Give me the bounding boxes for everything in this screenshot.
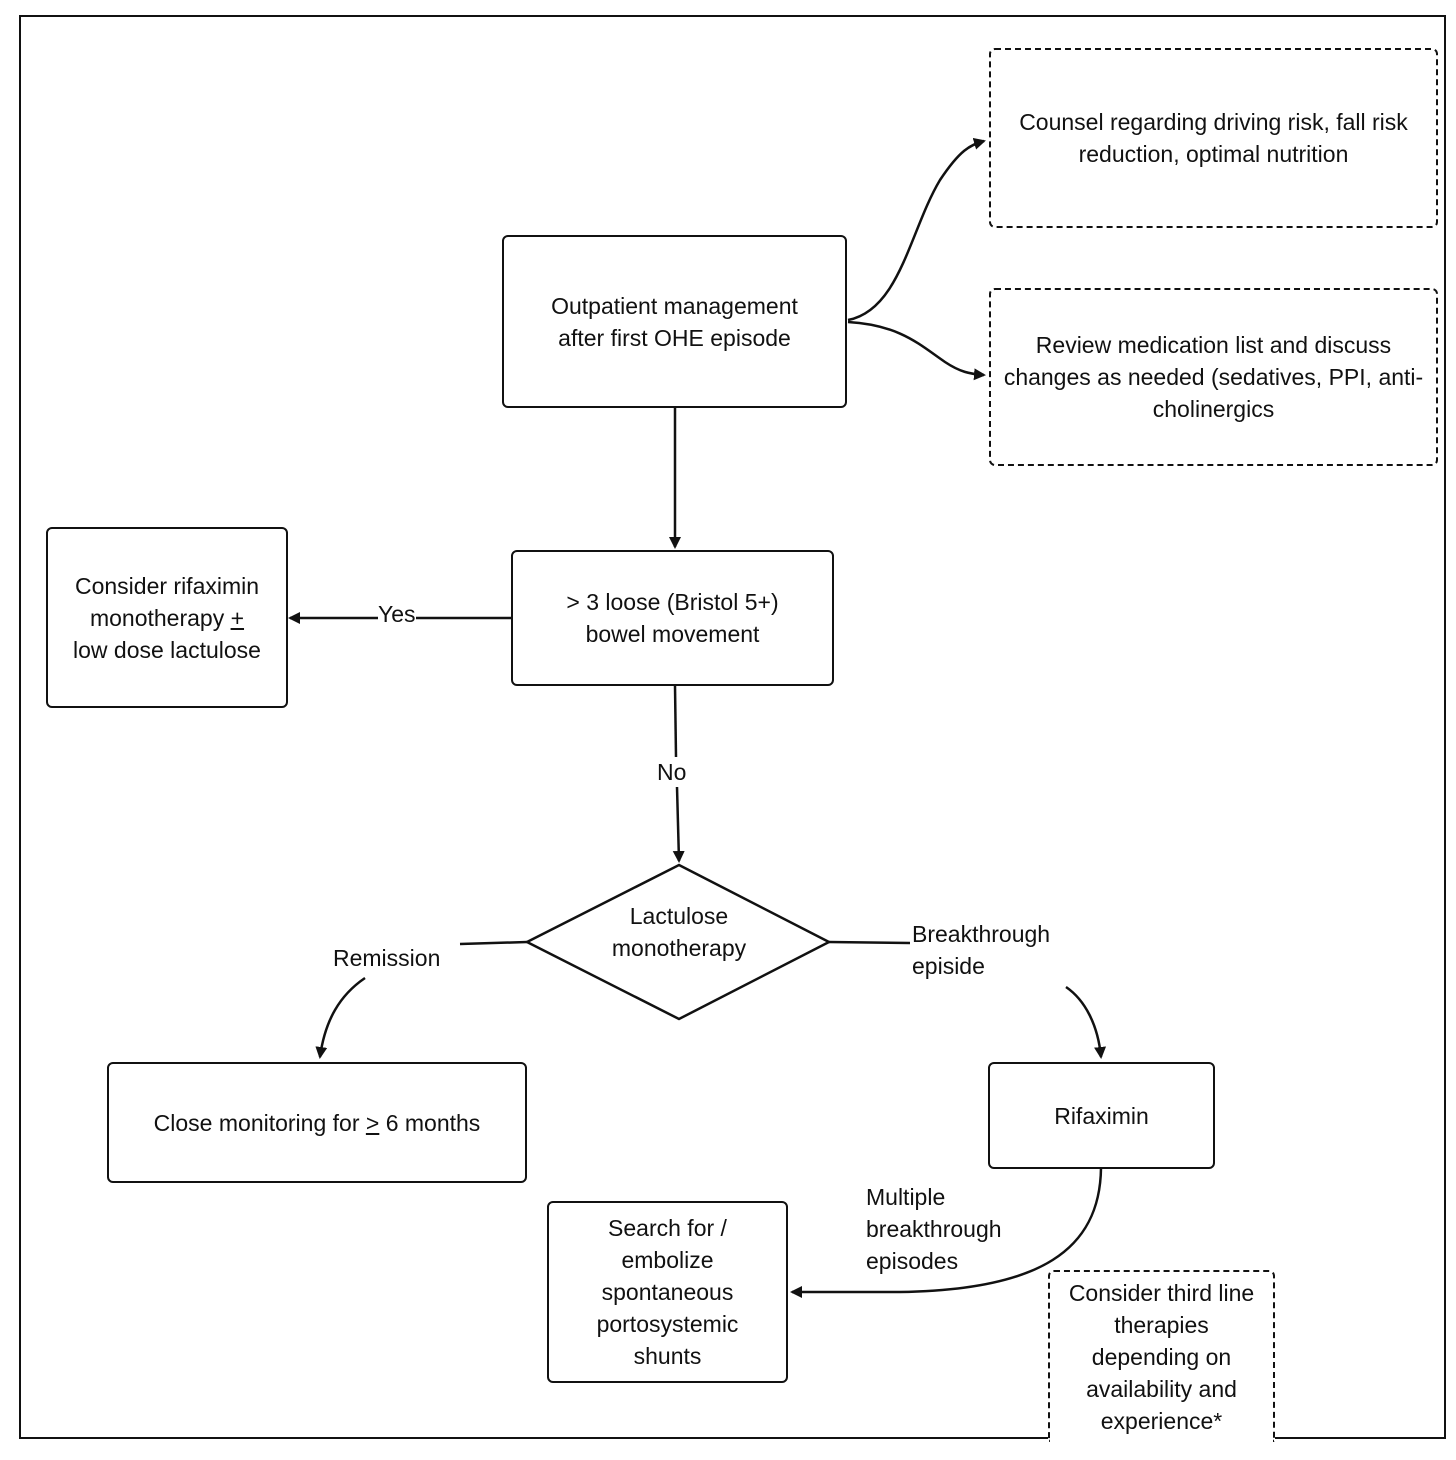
third-line-therapies-box: Consider third line therapies depending … <box>1048 1270 1275 1442</box>
rifaximin-text: Rifaximin <box>1054 1102 1149 1129</box>
greater-equal-symbol: > <box>365 1109 380 1136</box>
rifaximin-monotherapy-line1: Consider rifaximin <box>74 572 260 599</box>
edge-outpatient-counsel <box>847 137 986 322</box>
edge-outpatient-review <box>847 320 986 381</box>
loose-bowel-movement-text: > 3 loose (Bristol 5+) bowel movement <box>566 589 779 647</box>
review-medications-box: Review medication list and discuss chang… <box>989 288 1438 466</box>
edge-label-yes: Yes <box>378 598 416 630</box>
rifaximin-monotherapy-line3: low dose lactulose <box>73 636 261 663</box>
edge-label-remission: Remission <box>333 945 441 971</box>
embolize-shunts-text: Search for / embolize spontaneous portos… <box>596 1215 739 1369</box>
edge-no-bottom <box>672 786 685 863</box>
edge-remission-line <box>459 940 528 946</box>
edge-multiple <box>790 1167 1103 1298</box>
third-line-therapies-text: Consider third line therapies depending … <box>1068 1280 1255 1434</box>
edge-label-no: No <box>657 759 687 785</box>
rifaximin-box: Rifaximin <box>988 1062 1215 1169</box>
loose-bowel-movement-box: > 3 loose (Bristol 5+) bowel movement <box>511 550 834 686</box>
edge-breakthrough-arrow <box>1065 985 1107 1059</box>
lactulose-monotherapy-text: Lactulose monotherapy <box>611 903 747 961</box>
close-monitoring-text: Close monitoring for > 6 months <box>153 1109 481 1136</box>
counsel-box: Counsel regarding driving risk, fall ris… <box>989 48 1438 228</box>
edge-label-multiple: Multiple breakthrough episodes <box>866 1184 1002 1274</box>
counsel-text: Counsel regarding driving risk, fall ris… <box>1019 109 1408 167</box>
figure-frame <box>19 15 1446 1439</box>
edge-remission-arrow <box>315 976 366 1059</box>
edge-no-top <box>673 685 678 758</box>
edge-label-breakthrough: Breakthrough episide <box>912 921 1051 979</box>
rifaximin-monotherapy-line2: monotherapy + <box>89 604 245 631</box>
plus-minus-symbol: + <box>230 604 245 631</box>
outpatient-management-text: Outpatient management after first OHE ep… <box>551 292 798 351</box>
lactulose-diamond-shape <box>524 863 832 1021</box>
edge-breakthrough-line <box>828 940 911 945</box>
close-monitoring-box: Close monitoring for > 6 months <box>107 1062 527 1183</box>
outpatient-management-box: Outpatient management after first OHE ep… <box>502 235 847 408</box>
rifaximin-monotherapy-box: Consider rifaximin monotherapy + low dos… <box>46 527 288 708</box>
review-medications-text: Review medication list and discuss chang… <box>1003 332 1424 422</box>
embolize-shunts-box: Search for / embolize spontaneous portos… <box>547 1201 788 1383</box>
